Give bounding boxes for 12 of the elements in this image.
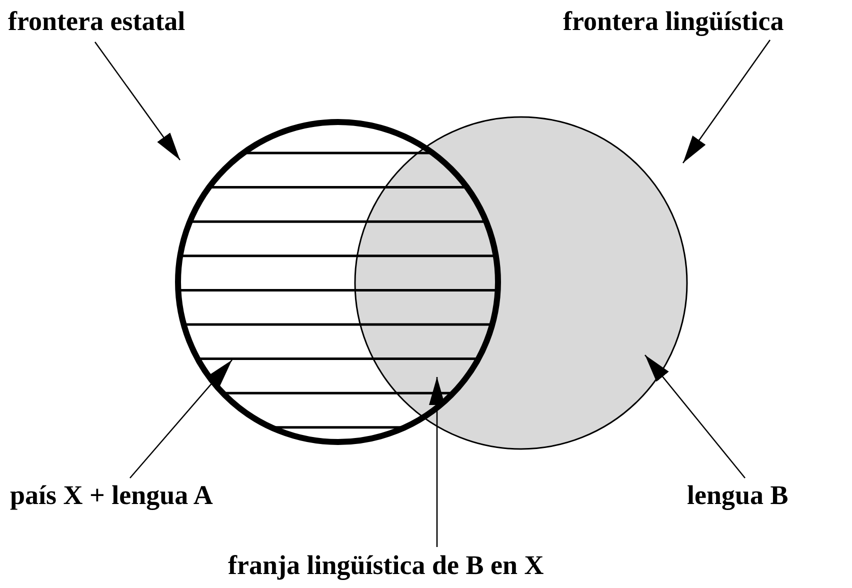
leader-line xyxy=(429,377,445,547)
label-text: frontera lingüística xyxy=(563,6,784,36)
label-text: franja lingüística de B en X xyxy=(228,550,544,580)
label-text: frontera estatal xyxy=(8,6,186,36)
leader-line xyxy=(130,360,232,478)
hatched-circle xyxy=(175,119,501,445)
leader-line xyxy=(644,354,746,478)
label-text: país X + lengua A xyxy=(10,480,213,510)
shaded-circle xyxy=(354,116,688,450)
label-text: lengua B xyxy=(687,480,788,510)
leader-line xyxy=(682,40,771,164)
leader-line xyxy=(94,42,181,160)
